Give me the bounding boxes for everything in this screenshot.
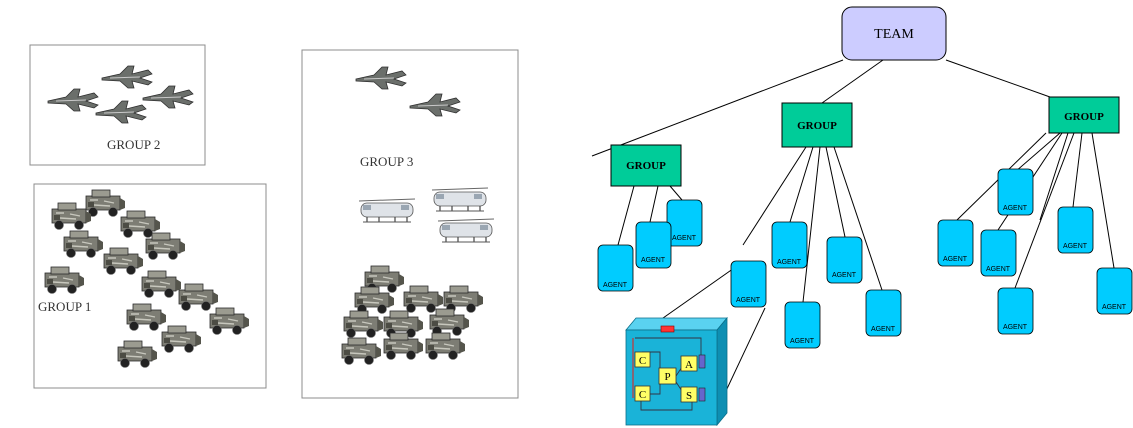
armored-vehicle-icon: [44, 266, 85, 295]
group-label: GROUP: [1064, 111, 1104, 123]
group-node: GROUP: [1048, 96, 1120, 134]
agent-node: AGENT: [826, 236, 863, 284]
fighter-jet-icon: [409, 93, 461, 117]
armored-vehicle-icon: [403, 285, 444, 314]
agent-label: AGENT: [1102, 304, 1127, 311]
agent-label: AGENT: [790, 338, 815, 345]
agent-node: AGENT: [730, 260, 767, 308]
group-node: GROUP: [781, 102, 853, 148]
group2-frame: [29, 44, 206, 166]
actuator-port-icon: [698, 354, 706, 369]
agent-node: AGENT: [666, 199, 703, 247]
armored-vehicle-icon: [51, 202, 92, 231]
armored-vehicle-icon: [63, 230, 104, 259]
agent-label: AGENT: [986, 266, 1011, 273]
armored-vehicle-icon: [126, 303, 167, 332]
team-label: TEAM: [874, 27, 914, 42]
fighter-jet-icon: [95, 100, 147, 124]
group3-label: GROUP 3: [360, 154, 413, 169]
hierarchy-diagram: TEAM GROUP GROUP GROUP AGENT AGENT AGENT: [591, 6, 1133, 427]
agent-label: AGENT: [871, 326, 896, 333]
p-label: P: [664, 371, 670, 383]
agent-label: AGENT: [1003, 324, 1028, 331]
group2-aircraft: [47, 65, 194, 124]
armored-vehicle-icon: [341, 337, 382, 366]
agent-label: AGENT: [736, 297, 761, 304]
armored-vehicle-icon: [209, 307, 250, 336]
armored-vehicle-icon: [85, 189, 126, 218]
agent-label: AGENT: [832, 272, 857, 279]
armored-vehicle-icon: [178, 283, 219, 312]
agent-label: AGENT: [672, 235, 697, 242]
agent-label: AGENT: [1063, 243, 1088, 250]
fighter-jet-icon: [355, 66, 407, 90]
group2-label: GROUP 2: [107, 137, 160, 152]
armored-vehicle-icon: [443, 285, 484, 314]
group3-vehicles: [341, 265, 484, 366]
agent-label: AGENT: [1003, 205, 1028, 212]
helicopter-icon: [437, 218, 495, 243]
agent-node: AGENT: [784, 301, 821, 349]
agent-label: AGENT: [943, 256, 968, 263]
c-bottom-label: C: [639, 389, 646, 401]
c-top-label: C: [639, 355, 646, 367]
group-label: GROUP: [797, 120, 837, 132]
group1-vehicles: [44, 189, 250, 369]
group1-frame: [33, 183, 267, 389]
agent-node: AGENT: [980, 229, 1017, 277]
helicopter-icon: [431, 187, 489, 212]
group3-helicopters: [358, 187, 495, 243]
agent-node: AGENT: [1057, 206, 1094, 254]
sensor-port-icon: [698, 387, 706, 402]
group-node: GROUP: [610, 144, 682, 187]
group-label: GROUP: [626, 160, 666, 172]
armored-vehicle-icon: [429, 308, 470, 337]
armored-vehicle-icon: [141, 270, 182, 299]
s-label: S: [686, 390, 692, 402]
helicopter-icon: [358, 198, 416, 223]
agent-node: AGENT: [597, 244, 634, 292]
agent-node: AGENT: [635, 221, 672, 269]
agent-label: AGENT: [777, 259, 802, 266]
fighter-jet-icon: [47, 88, 99, 112]
armored-vehicle-icon: [103, 247, 144, 276]
agent-label: AGENT: [641, 257, 666, 264]
a-label: A: [685, 359, 693, 371]
agent-node: AGENT: [771, 221, 808, 269]
team-node: TEAM: [841, 6, 947, 61]
armored-vehicle-icon: [383, 332, 424, 361]
left-panel: GROUP 2 GROUP 3 GROUP 1: [29, 44, 519, 399]
armored-vehicle-icon: [425, 332, 466, 361]
group3-frame: [301, 49, 519, 399]
agent-label: AGENT: [603, 282, 628, 289]
agent-node: AGENT: [997, 287, 1034, 335]
armored-vehicle-icon: [145, 232, 186, 261]
agent-internals-cube: C C P A S: [625, 316, 728, 427]
armored-vehicle-icon: [117, 340, 158, 369]
armored-vehicle-icon: [161, 325, 202, 354]
fighter-jet-icon: [101, 65, 153, 89]
agent-node: AGENT: [997, 168, 1034, 216]
armored-vehicle-icon: [354, 286, 395, 315]
agent-node: AGENT: [937, 219, 974, 267]
group3-aircraft: [355, 66, 461, 117]
fighter-jet-icon: [142, 85, 194, 109]
armored-vehicle-icon: [343, 310, 384, 339]
red-flag-icon: [660, 325, 675, 333]
agent-node: AGENT: [1096, 267, 1133, 315]
agent-node: AGENT: [865, 289, 902, 337]
group1-label: GROUP 1: [38, 299, 91, 314]
